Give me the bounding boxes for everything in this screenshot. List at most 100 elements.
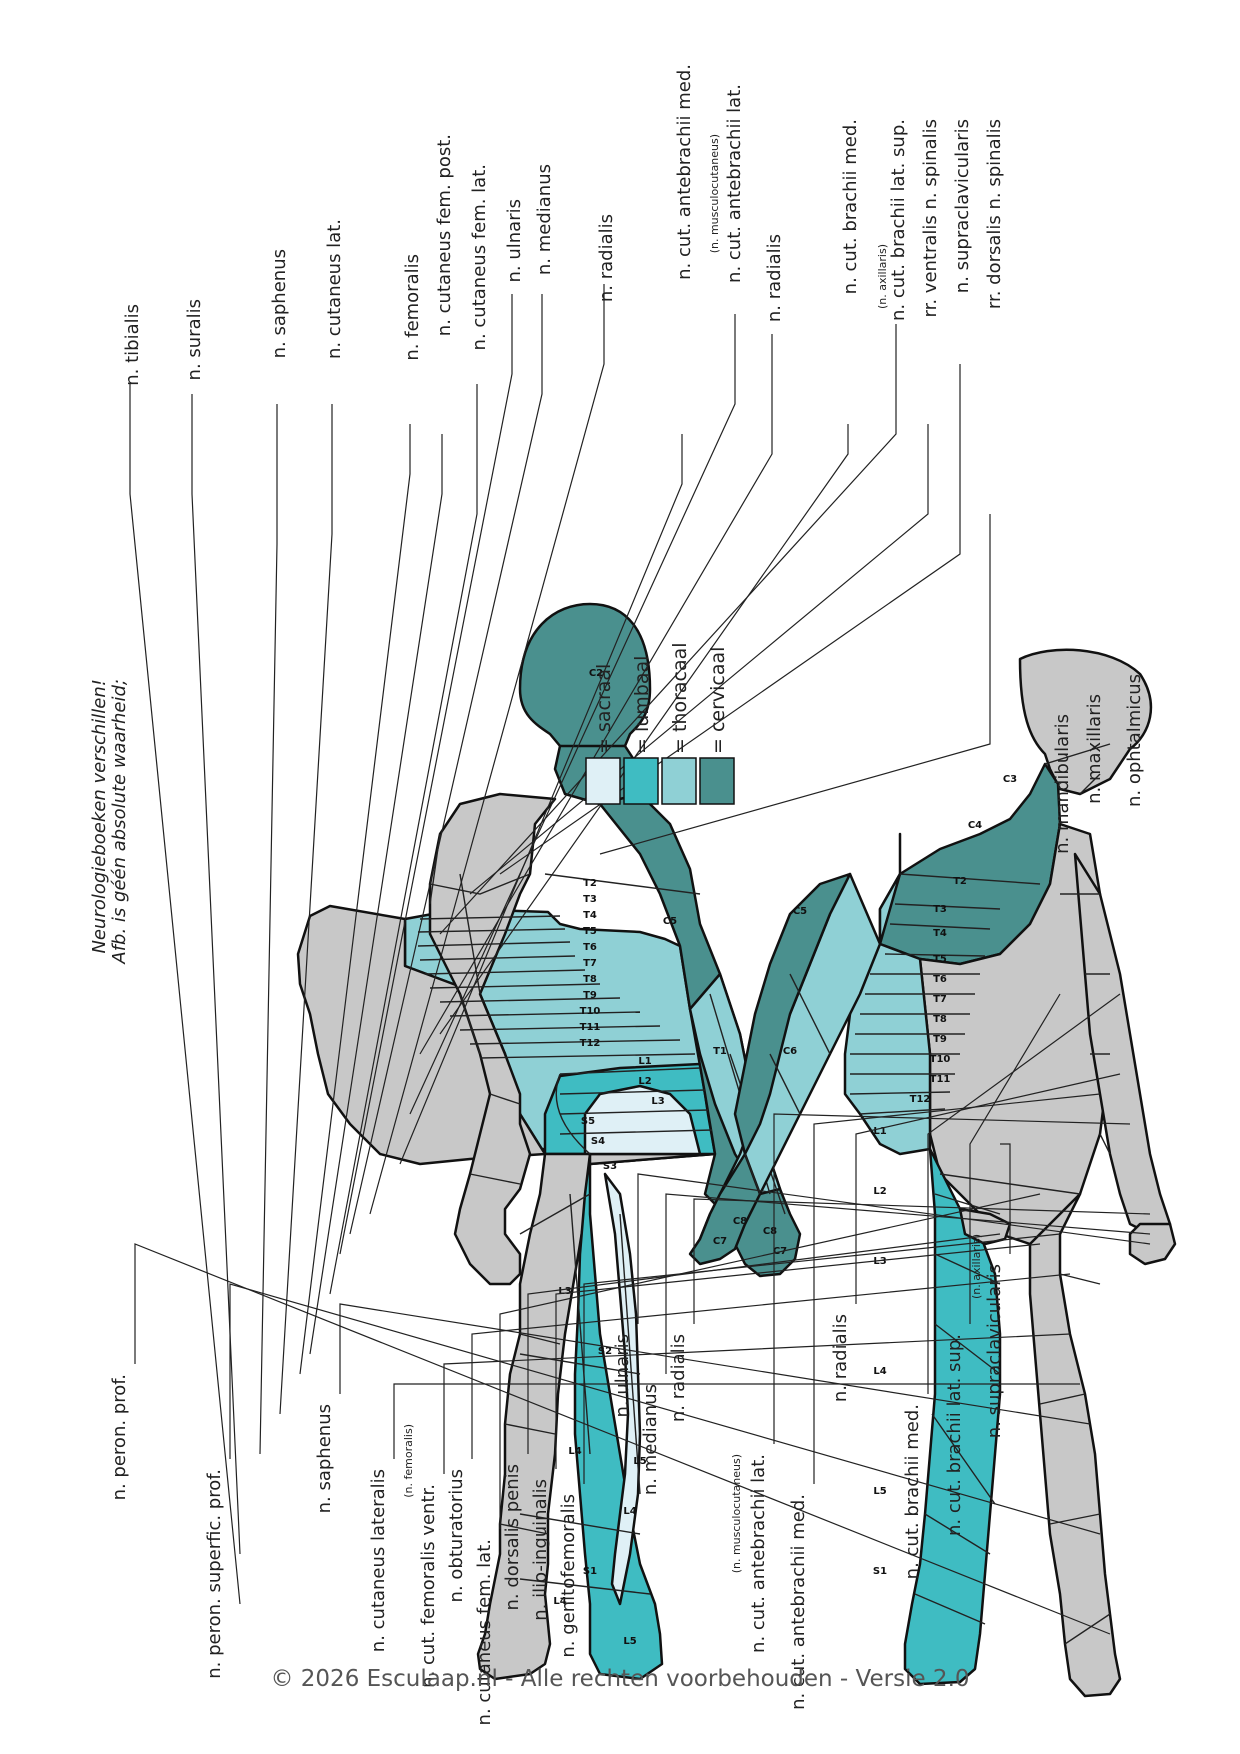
anterior-segment-lines <box>744 873 1041 1625</box>
segment-label: C4 <box>968 820 982 831</box>
copyright-footer: © 2026 Esculaap.nl - Alle rechten voorbe… <box>270 1666 970 1692</box>
nerve-label: n. cutaneus fem. lat. <box>469 164 490 350</box>
nerve-label: n. ilio-inguinalis <box>530 1479 551 1621</box>
segment-label: T12 <box>580 1038 601 1049</box>
segment-label: L2 <box>638 1076 651 1087</box>
legend-label-lumbaal: = lumbaal <box>631 656 653 754</box>
nerve-label: n. ulnaris <box>612 1334 633 1417</box>
segment-label: L4 <box>553 1596 566 1607</box>
segment-label: T3 <box>933 904 947 915</box>
segment-label: T8 <box>933 1014 947 1025</box>
nerve-label: n. radialis <box>596 214 617 302</box>
segment-label: C7 <box>713 1236 727 1247</box>
nerve-label: n. radialis <box>830 1314 851 1402</box>
nerve-label: n. cutaneus fem. lat. <box>474 1539 495 1725</box>
posterior-sacral-zone <box>583 1084 702 1156</box>
segment-label: T7 <box>933 994 947 1005</box>
nerve-label: n. cutaneus fem. post. <box>434 134 455 336</box>
nerve-label: rr. dorsalis n. spinalis <box>984 119 1005 309</box>
nerve-label: n. genitofemoralis <box>558 1494 579 1658</box>
anterior-leg-gray <box>1028 1192 1122 1698</box>
legend-swatch-cervical <box>699 757 735 805</box>
segment-label: L3 <box>558 1286 571 1297</box>
segment-label: S1 <box>583 1566 597 1577</box>
nerve-label: n. cut. brachii med. <box>840 119 861 294</box>
face-nerve-labels: n. ophtalmicus n. maxillaris n. mandibul… <box>1052 674 1145 854</box>
nerve-label: n. supraclavicularis <box>952 119 973 293</box>
segment-label: L3 <box>873 1256 886 1267</box>
segment-label: T10 <box>580 1006 601 1017</box>
segment-label: T2 <box>583 878 597 889</box>
segment-label: S5 <box>581 1116 595 1127</box>
legend-label-sacraal: = sacraal <box>593 664 615 754</box>
nerve-label: n. ophtalmicus <box>1124 674 1145 807</box>
segment-label: T2 <box>953 876 967 887</box>
nerve-label: n. cut. antebrachii lat. <box>748 1454 769 1653</box>
posterior-nerve-labels: rr. dorsalis n. spinalis n. supraclavicu… <box>122 64 1005 386</box>
nerve-label: n. tibialis <box>122 304 143 386</box>
nerve-label: n. saphenus <box>314 1404 335 1513</box>
nerve-label: n. cut. femoralis ventr. <box>418 1484 439 1688</box>
nerve-label: n. cut. antebrachii med. <box>674 64 695 280</box>
segment-label: L5 <box>633 1456 646 1467</box>
legend-swatch-thoracal <box>661 757 697 805</box>
segment-label: S4 <box>591 1136 605 1147</box>
segment-label: T4 <box>583 910 597 921</box>
nerve-label: n. cutaneus lateralis <box>368 1469 389 1652</box>
anterior-head <box>1018 648 1153 796</box>
nerve-label: n. cut. brachii med. <box>902 1404 923 1579</box>
nerve-sublabel: (n. musculocutaneus) <box>708 134 721 253</box>
segment-label: C5 <box>793 906 807 917</box>
segment-label: L4 <box>568 1446 581 1457</box>
segment-label: S1 <box>873 1566 887 1577</box>
legend-label-thoracal: = thoracaal <box>669 642 691 754</box>
segment-label: C3 <box>1003 774 1017 785</box>
nerve-label: rr. ventralis n. spinalis <box>920 119 941 317</box>
segment-label: T3 <box>583 894 597 905</box>
segment-label: T10 <box>930 1054 951 1065</box>
segment-label: L4 <box>623 1506 636 1517</box>
legend-label-cervical: = cervicaal <box>707 647 729 754</box>
nerve-label: n. radialis <box>764 234 785 322</box>
nerve-sublabel: (n. musculocutaneus) <box>730 1454 743 1573</box>
segment-label: T8 <box>583 974 597 985</box>
legend-swatch-lumbaal <box>623 757 659 805</box>
nerve-label: n. dorsalis penis <box>502 1464 523 1611</box>
legend: = cervicaal = thoracaal = lumbaal = sacr… <box>585 642 735 805</box>
nerve-label: n. cut. brachii lat. sup. <box>944 1334 965 1536</box>
nerve-sublabel: (n. axillaris) <box>876 244 889 309</box>
segment-label: T9 <box>933 1034 947 1045</box>
segment-label: C8 <box>763 1226 777 1237</box>
segment-label: S2 <box>598 1346 612 1357</box>
segment-label: T5 <box>583 926 597 937</box>
note-line-1: Afb. is géén absolute waarheid; <box>109 679 130 965</box>
segment-label: C6 <box>783 1046 797 1057</box>
segment-label: T9 <box>583 990 597 1001</box>
nerve-label: n. cut. brachii lat. sup. <box>888 119 909 321</box>
segment-label: L5 <box>623 1636 636 1647</box>
segment-label: L1 <box>638 1056 651 1067</box>
nerve-label: n. cutaneus lat. <box>324 219 345 359</box>
nerve-label: n. medianus <box>534 164 555 275</box>
nerve-label: n. ulnaris <box>504 199 525 282</box>
segment-label: L4 <box>873 1366 886 1377</box>
segment-label: T5 <box>933 954 947 965</box>
segment-label: T1 <box>713 1046 727 1057</box>
segment-label: L3 <box>651 1096 664 1107</box>
nerve-sublabel: (n. femoralis) <box>402 1424 415 1498</box>
nerve-label: n. obturatorius <box>446 1469 467 1602</box>
posterior-segment-lines <box>417 873 786 1595</box>
segment-label: T6 <box>583 942 597 953</box>
anterior-genital <box>958 1207 1012 1246</box>
nerve-label: n. radialis <box>668 1334 689 1422</box>
anterior-hand-right <box>1128 1222 1177 1266</box>
anterior-segment-labels: C3 C4 T2 T3 T4 T5 T6 T7 T8 T9 T10 T11 T1… <box>713 774 1017 1577</box>
posterior-leader-lines <box>129 284 991 1605</box>
segment-label: L5 <box>873 1486 886 1497</box>
segment-label: C2 <box>589 668 603 679</box>
segment-label: T6 <box>933 974 947 985</box>
segment-label: C5 <box>663 916 677 927</box>
